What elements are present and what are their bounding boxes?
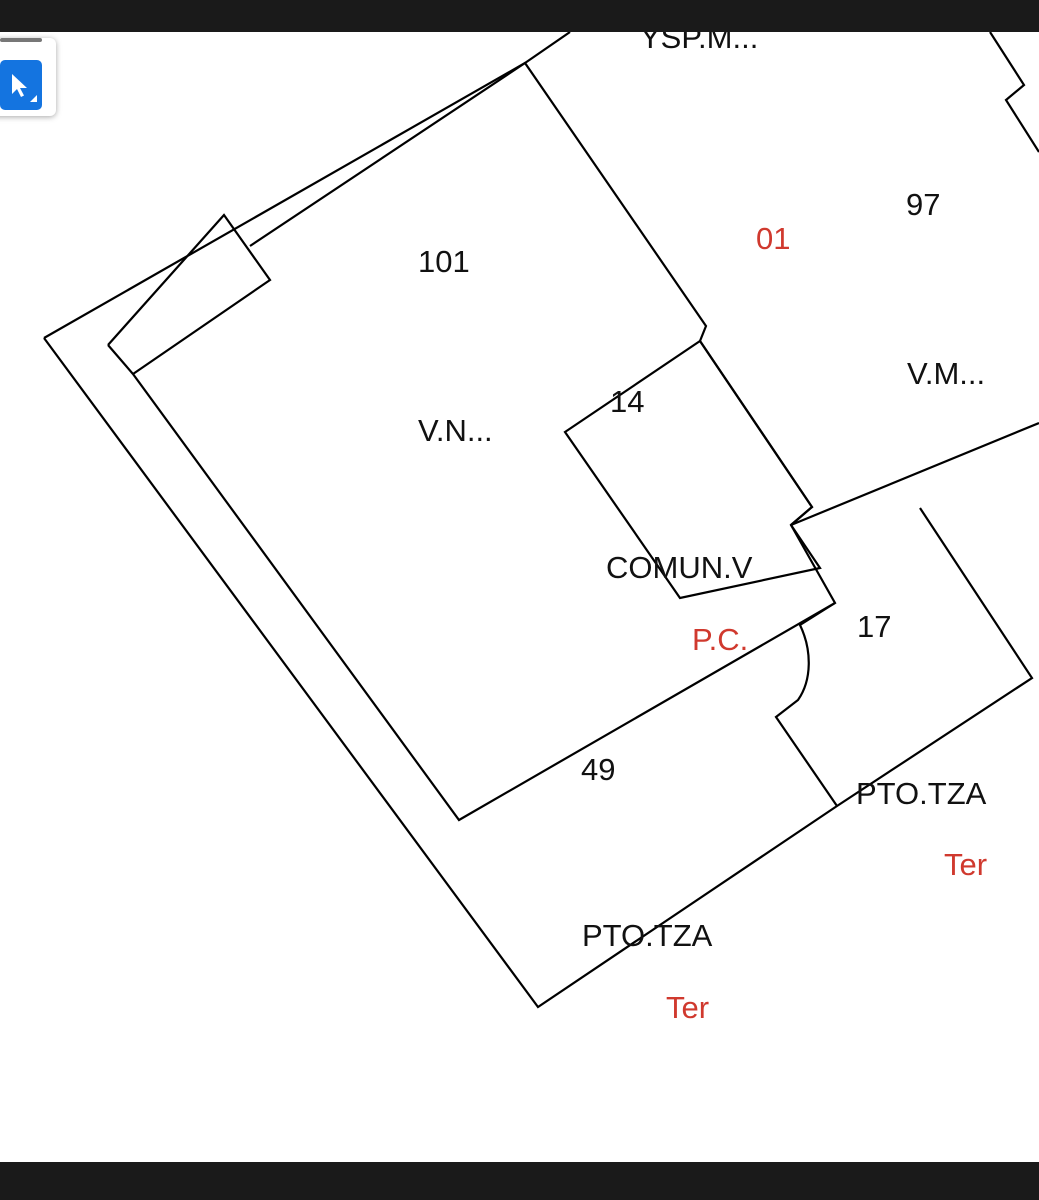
parcel-outline-14[interactable] <box>563 339 822 600</box>
parcel-map[interactable]: 101 14 97 17 49 01 V.N... V.M... YSP.M..… <box>0 32 1039 1162</box>
parcel-outline-outer[interactable] <box>43 61 1039 1009</box>
label-vn: V.N... <box>418 413 493 448</box>
label-parcel-49: 49 <box>581 752 615 787</box>
label-ysp: YSP.M... <box>640 32 758 55</box>
tool-palette <box>0 38 56 116</box>
bottom-bar <box>0 1162 1039 1200</box>
label-pc: P.C. <box>692 622 748 657</box>
cursor-arrow-icon <box>12 74 37 102</box>
top-bar <box>0 0 1039 32</box>
map-viewport[interactable]: 101 14 97 17 49 01 V.N... V.M... YSP.M..… <box>0 32 1039 1162</box>
label-parcel-101: 101 <box>418 244 470 279</box>
label-comun: COMUN.V <box>606 550 753 585</box>
label-vm: V.M... <box>907 356 985 391</box>
label-ter-bottom: Ter <box>666 990 709 1025</box>
select-tool-button[interactable] <box>0 60 42 110</box>
label-ptotza-right: PTO.TZA <box>856 776 987 811</box>
label-parcel-17: 17 <box>857 609 891 644</box>
label-red-01: 01 <box>756 221 790 256</box>
parcel-outline-97[interactable] <box>524 32 1039 153</box>
parcel-outline-101[interactable] <box>107 62 837 822</box>
label-parcel-97: 97 <box>906 187 940 222</box>
label-parcel-14: 14 <box>610 384 644 419</box>
parcel-outline-17[interactable] <box>774 602 838 807</box>
label-ter-right: Ter <box>944 847 987 882</box>
palette-divider <box>0 38 42 42</box>
label-ptotza-bottom: PTO.TZA <box>582 918 713 953</box>
